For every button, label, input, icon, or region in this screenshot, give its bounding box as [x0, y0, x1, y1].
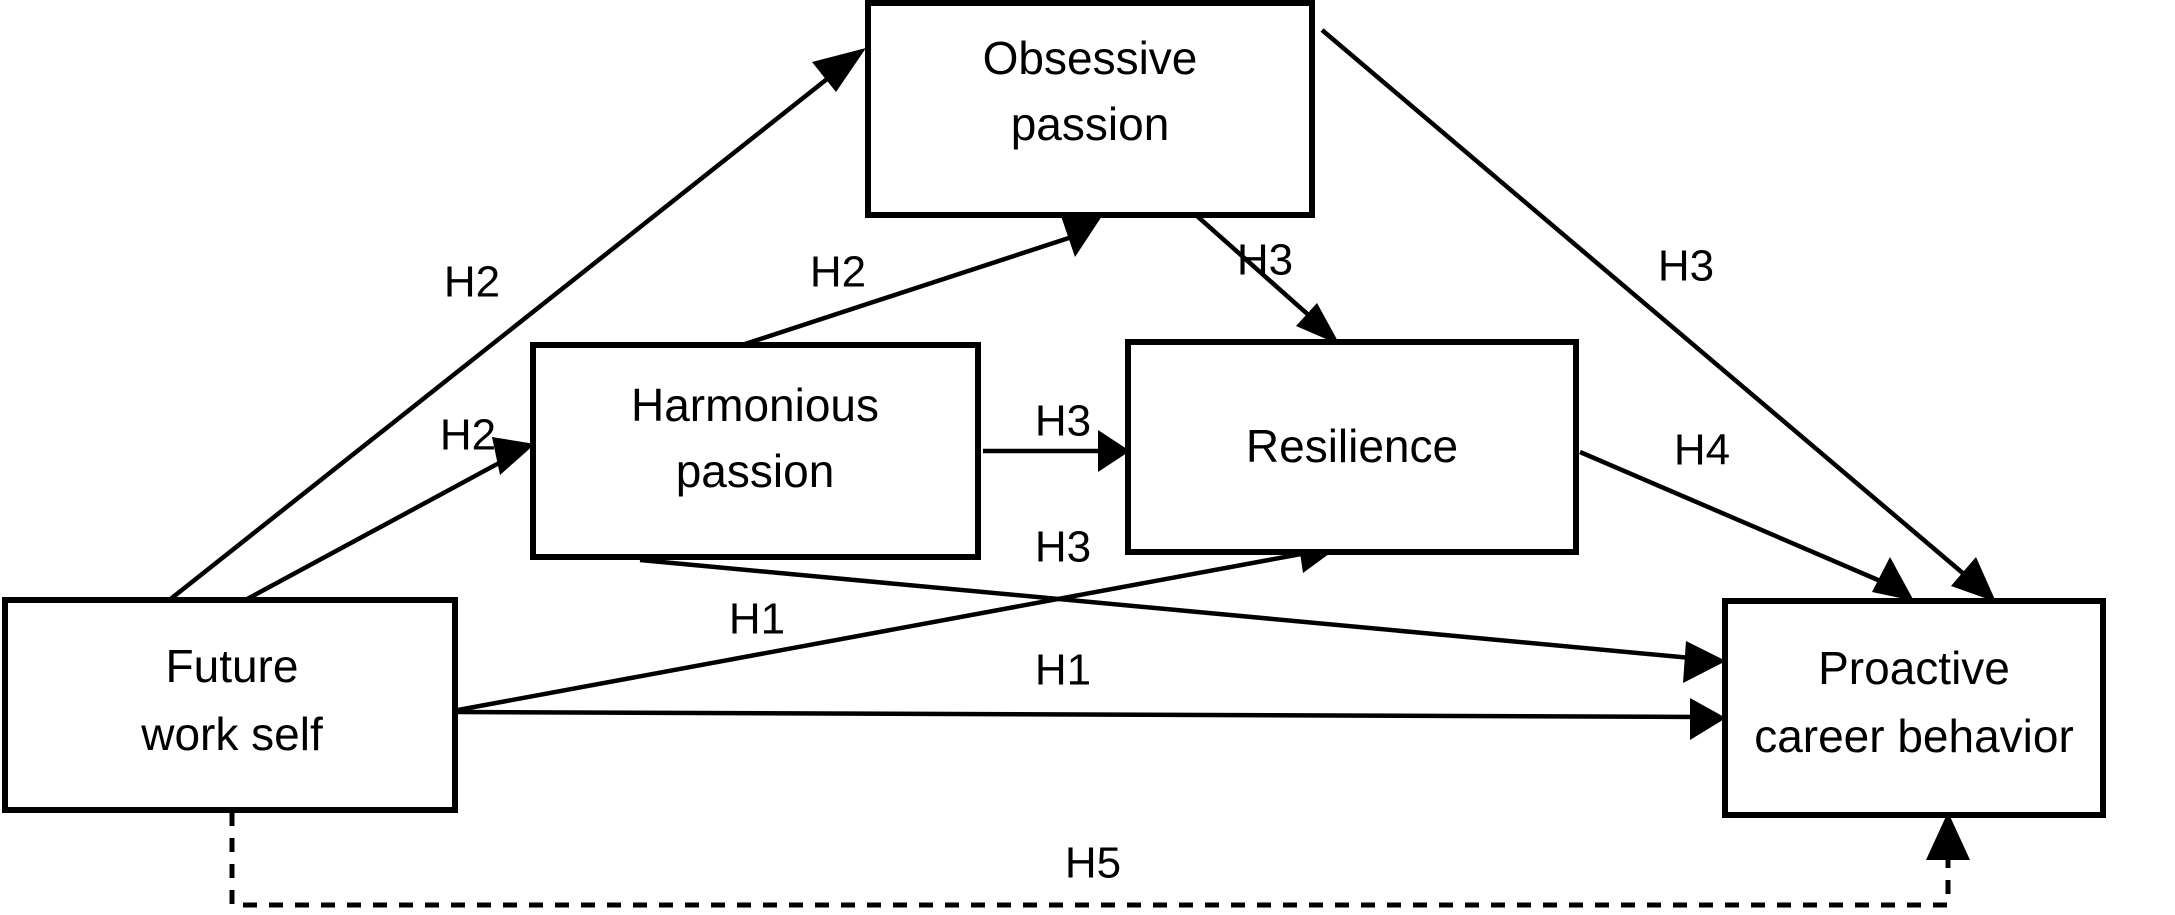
edge-harmonious-to-proactive	[639, 557, 1726, 683]
node-harmonious-passion-label-line1: Harmonious	[631, 379, 879, 431]
node-future-work-self-label-line1: Future	[166, 640, 299, 692]
arrow-head	[1690, 698, 1726, 740]
node-proactive-career-behavior[interactable]: Proactive career behavior	[1722, 598, 2106, 818]
edge-fws-to-proactive	[457, 698, 1726, 740]
node-harmonious-passion[interactable]: Harmonious passion	[530, 342, 981, 560]
arrow-head	[1872, 557, 1914, 601]
edge-obsessive-to-proactive	[1320, 28, 1996, 602]
arrow-head	[1951, 557, 1996, 602]
arrow-head	[1296, 303, 1340, 345]
edge-label-obsessive-to-proactive: H3	[1658, 242, 1714, 291]
node-future-work-self[interactable]: Future work self	[2, 597, 458, 813]
edge-label-fws-to-obsessive: H2	[444, 258, 500, 307]
node-obsessive-passion-label-line2: passion	[1011, 98, 1170, 150]
edge-label-fws-to-proactive: H1	[1035, 646, 1091, 695]
node-resilience[interactable]: Resilience	[1125, 339, 1579, 555]
node-layer: Obsessive passion Harmonious passion Res…	[2, 0, 2106, 818]
edge-label-layer: H2 H2 H2 H3 H3 H3 H4 H3 H1 H1 H5	[440, 236, 1730, 888]
node-proactive-career-behavior-label-line1: Proactive	[1818, 642, 2010, 694]
edge-label-fws-to-proactive-moderated: H5	[1065, 839, 1121, 888]
edge-fws-to-proactive-moderated	[229, 812, 1970, 908]
edge-harmonious-to-obsessive	[741, 213, 1102, 348]
edge-label-resilience-to-proactive: H4	[1674, 426, 1730, 475]
edge-label-fws-to-harmonious: H2	[440, 411, 496, 460]
node-resilience-label-line1: Resilience	[1246, 420, 1458, 472]
edge-harmonious-to-resilience	[983, 430, 1130, 472]
arrow-head	[1060, 213, 1102, 257]
arrow-head	[1683, 641, 1726, 683]
edge-resilience-to-proactive	[1579, 449, 1914, 601]
arrow-head	[812, 48, 866, 92]
edge-label-harmonious-to-resilience: H3	[1035, 397, 1091, 446]
node-obsessive-passion[interactable]: Obsessive passion	[865, 0, 1315, 218]
arrow-head	[1926, 812, 1970, 860]
edge-fws-to-harmonious	[236, 437, 535, 606]
node-obsessive-passion-label-line1: Obsessive	[983, 32, 1198, 84]
node-harmonious-passion-label-line2: passion	[676, 445, 835, 497]
edge-label-fws-to-resilience: H1	[729, 595, 785, 644]
edge-label-harmonious-to-obsessive: H2	[810, 248, 866, 297]
edge-layer	[161, 28, 1996, 908]
edge-fws-to-obsessive	[161, 48, 866, 607]
arrow-head	[1098, 430, 1130, 472]
node-proactive-career-behavior-label-line2: career behavior	[1754, 710, 2074, 762]
edge-label-harmonious-to-proactive: H3	[1035, 523, 1091, 572]
edge-label-obsessive-to-resilience: H3	[1237, 236, 1293, 285]
node-future-work-self-label-line2: work self	[140, 708, 323, 760]
arrow-head	[492, 437, 535, 475]
